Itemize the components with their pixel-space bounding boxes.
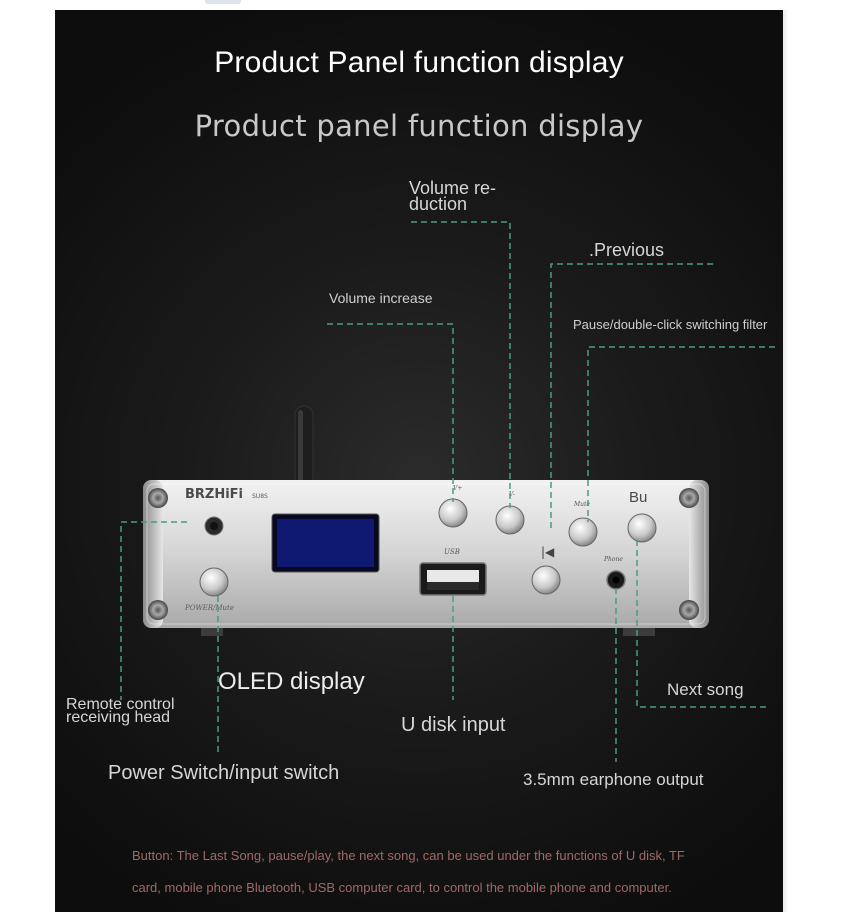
caption-text: Button: The Last Song, pause/play, the n… <box>132 848 685 895</box>
volume-up-button[interactable] <box>438 498 468 528</box>
leader-pause <box>587 346 775 522</box>
usb-port <box>419 562 487 596</box>
power-mute-label: POWER/Mute <box>184 604 234 612</box>
leader-volume-reduction <box>411 221 511 508</box>
power-button[interactable] <box>199 567 229 597</box>
label-volume-increase: Volume increase <box>329 290 433 306</box>
bu-label: Bu <box>629 489 647 506</box>
poster-shadow <box>783 10 789 912</box>
label-previous: .Previous <box>589 240 665 260</box>
label-oled: OLED display <box>218 668 365 695</box>
product-poster: Product Panel function display Product p… <box>55 10 783 912</box>
vol-minus-label: V- <box>509 491 515 498</box>
label-pause: Pause/double-click switching filter <box>573 317 768 332</box>
leader-volume-increase <box>327 323 454 502</box>
leader-lines <box>120 221 775 762</box>
volume-down-button[interactable] <box>495 505 525 535</box>
model-label: SU8S <box>252 493 268 500</box>
page-subtitle: Product panel function display <box>194 109 644 143</box>
screw-bottom-right <box>679 600 699 620</box>
brand-logo: BRZHiFi <box>185 487 243 502</box>
previous-button[interactable] <box>531 565 561 595</box>
leader-remote <box>120 521 187 700</box>
usb-label: USB <box>444 548 460 556</box>
label-earphone: 3.5mm earphone output <box>523 770 704 789</box>
mute-label: Mute <box>573 501 590 508</box>
antenna <box>294 405 314 487</box>
top-tab-decoration <box>205 0 241 4</box>
label-u-disk: U disk input <box>401 714 506 736</box>
pause-button[interactable] <box>568 517 598 547</box>
next-button[interactable] <box>627 513 657 543</box>
label-remote: Remote control receiving head <box>66 696 175 726</box>
previous-icon: |◀ <box>541 545 555 559</box>
ir-receiver-window <box>204 516 224 536</box>
label-next-song: Next song <box>667 680 744 699</box>
leader-previous <box>550 263 713 530</box>
label-power-switch: Power Switch/input switch <box>108 762 340 784</box>
page-title: Product Panel function display <box>214 46 624 79</box>
screw-top-left <box>148 488 168 508</box>
amplifier-front-panel <box>143 480 709 636</box>
leader-next-song <box>636 540 769 708</box>
screw-bottom-left <box>148 600 168 620</box>
phone-label: Phone <box>603 556 623 563</box>
earphone-jack <box>606 570 626 590</box>
oled-display <box>271 513 380 573</box>
label-volume-reduction: Volume re- duction <box>409 178 497 214</box>
screw-top-right <box>679 488 699 508</box>
vol-plus-label: V+ <box>453 485 462 492</box>
product-illustration: BRZHiFi SU8S POWER/Mute USB V+ V- |◀ <box>120 221 775 762</box>
